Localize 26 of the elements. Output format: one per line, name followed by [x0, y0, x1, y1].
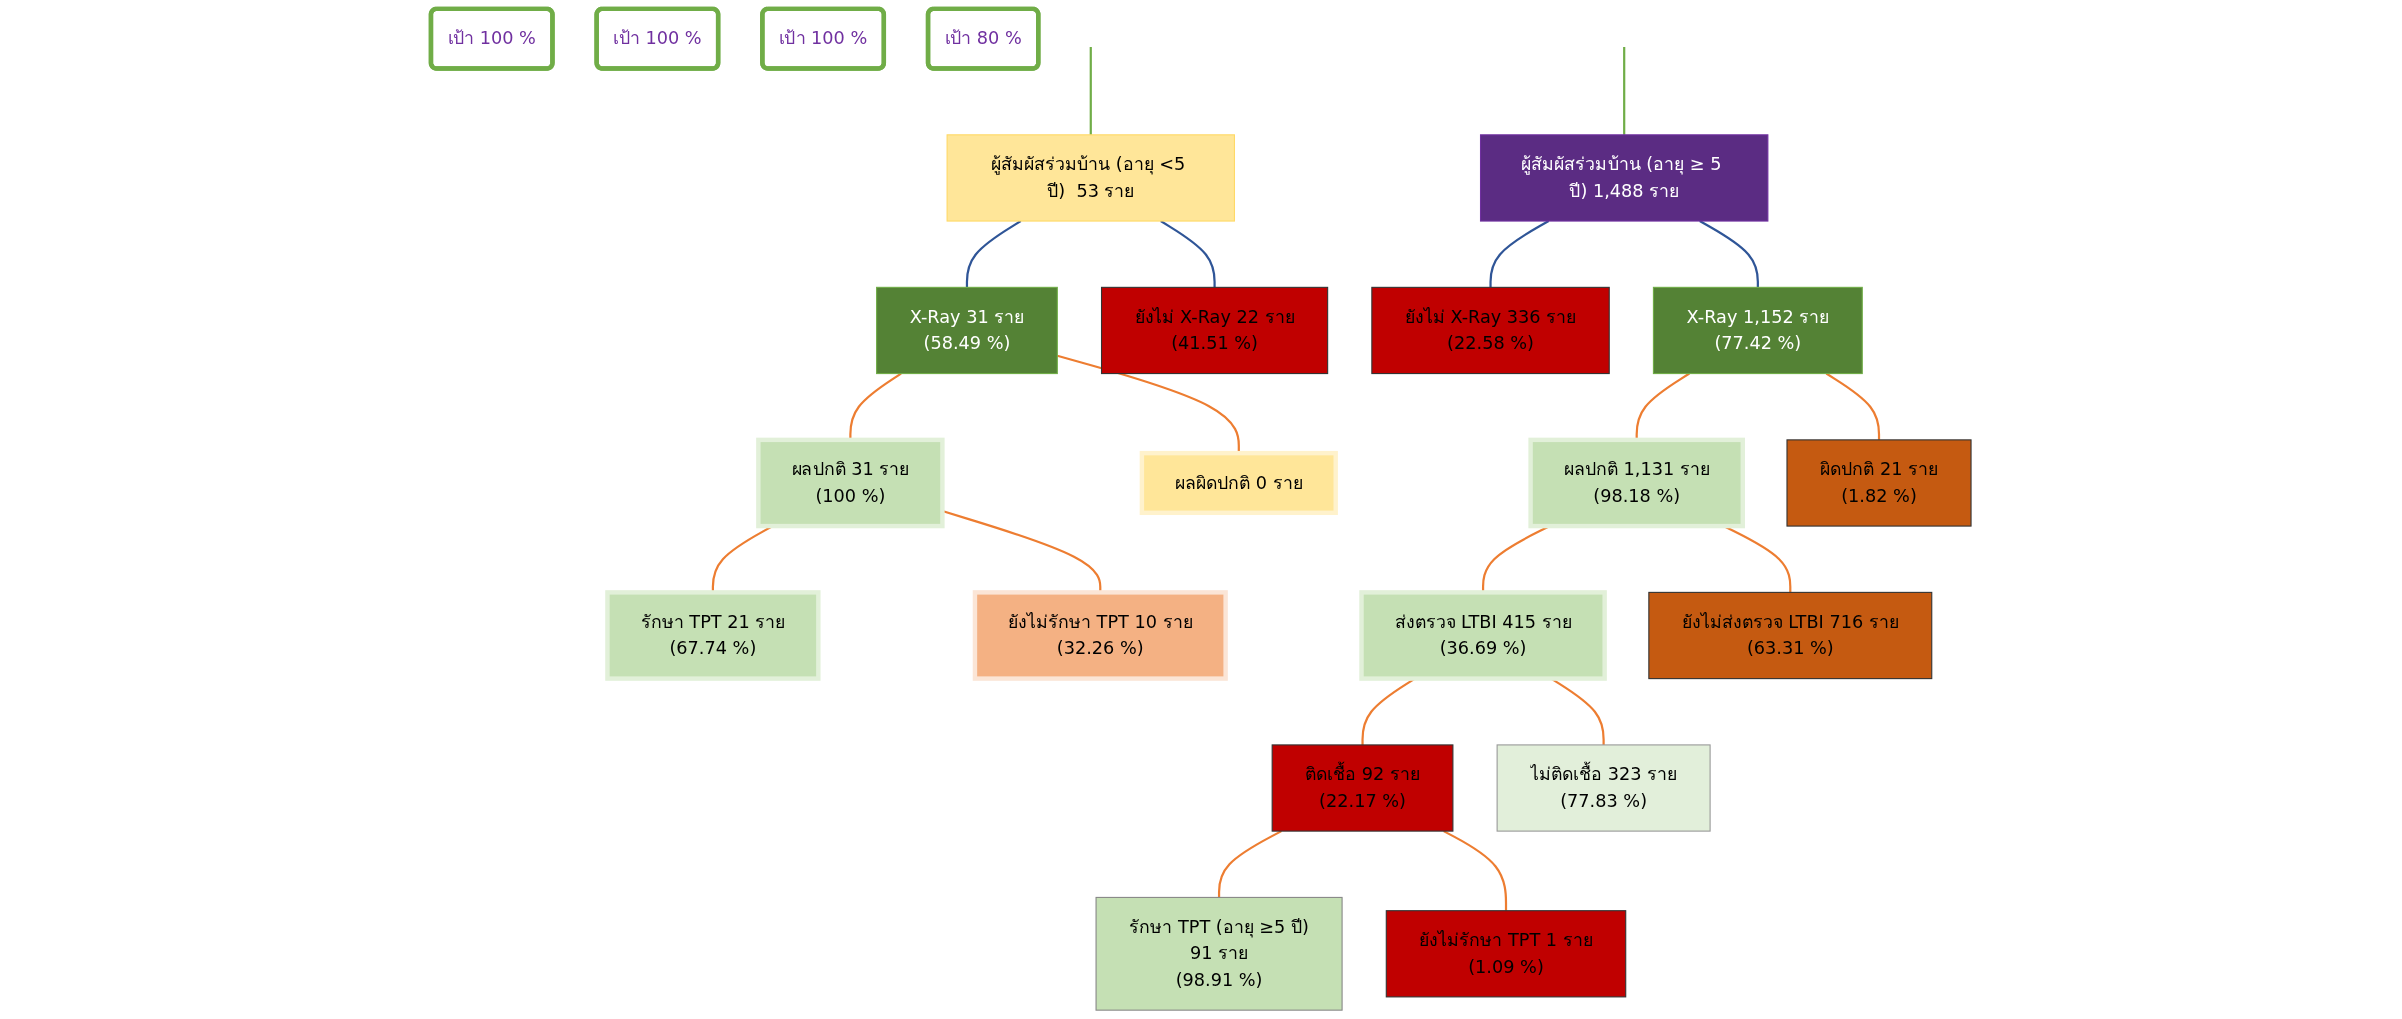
node-box: ผลปกติ 31 ราย (100 %): [756, 437, 945, 529]
connector: [1217, 830, 1282, 898]
node-box: X-Ray 1,152 ราย (77.42 %): [1652, 286, 1863, 375]
node-box: ยังไม่รักษา TPT 1 ราย (1.09 %): [1385, 910, 1627, 998]
node-box: รักษา TPT 21 ราย (67.74 %): [605, 590, 821, 681]
node-box: X-Ray 31 ราย (58.49 %): [876, 286, 1058, 375]
node-box: ติดเชื้อ 92 ราย (22.17 %): [1271, 744, 1454, 832]
node-box: ผู้สัมผัสร่วมบ้าน (อายุ ≥ 5 ปี) 1,488 ราย: [1479, 134, 1769, 222]
connector: [1825, 372, 1881, 440]
node-box: ผู้สัมผัสร่วมบ้าน (อายุ <5 ปี) 53 ราย: [946, 134, 1235, 222]
connector: [1489, 220, 1550, 288]
node-box: ส่งตรวจ LTBI 415 ราย (36.69 %): [1359, 590, 1607, 681]
connector: [1623, 46, 1626, 135]
node-box: ยังไม่ส่งตรวจ LTBI 716 ราย (63.31 %): [1648, 591, 1933, 680]
connector: [1699, 220, 1759, 288]
connector: [965, 220, 1022, 288]
node-box: ผิดปกติ 21 ราย (1.82 %): [1786, 439, 1972, 527]
node-box: ผลปกติ 1,131 ราย (98.18 %): [1528, 437, 1745, 529]
node-box: ยังไม่ X-Ray 336 ราย (22.58 %): [1371, 286, 1610, 375]
node-box: ผลผิดปกติ 0 ราย: [1139, 450, 1338, 516]
node-box: รักษา TPT (อายุ ≥5 ปี) 91 ราย (98.91 %): [1095, 896, 1343, 1011]
connector: [1089, 46, 1092, 135]
connector: [1443, 830, 1508, 911]
connector: [1160, 220, 1216, 288]
node-box: ยังไม่ X-Ray 22 ราย (41.51 %): [1100, 286, 1329, 375]
node-box: ยังไม่รักษา TPT 10 ราย (32.26 %): [972, 590, 1228, 681]
